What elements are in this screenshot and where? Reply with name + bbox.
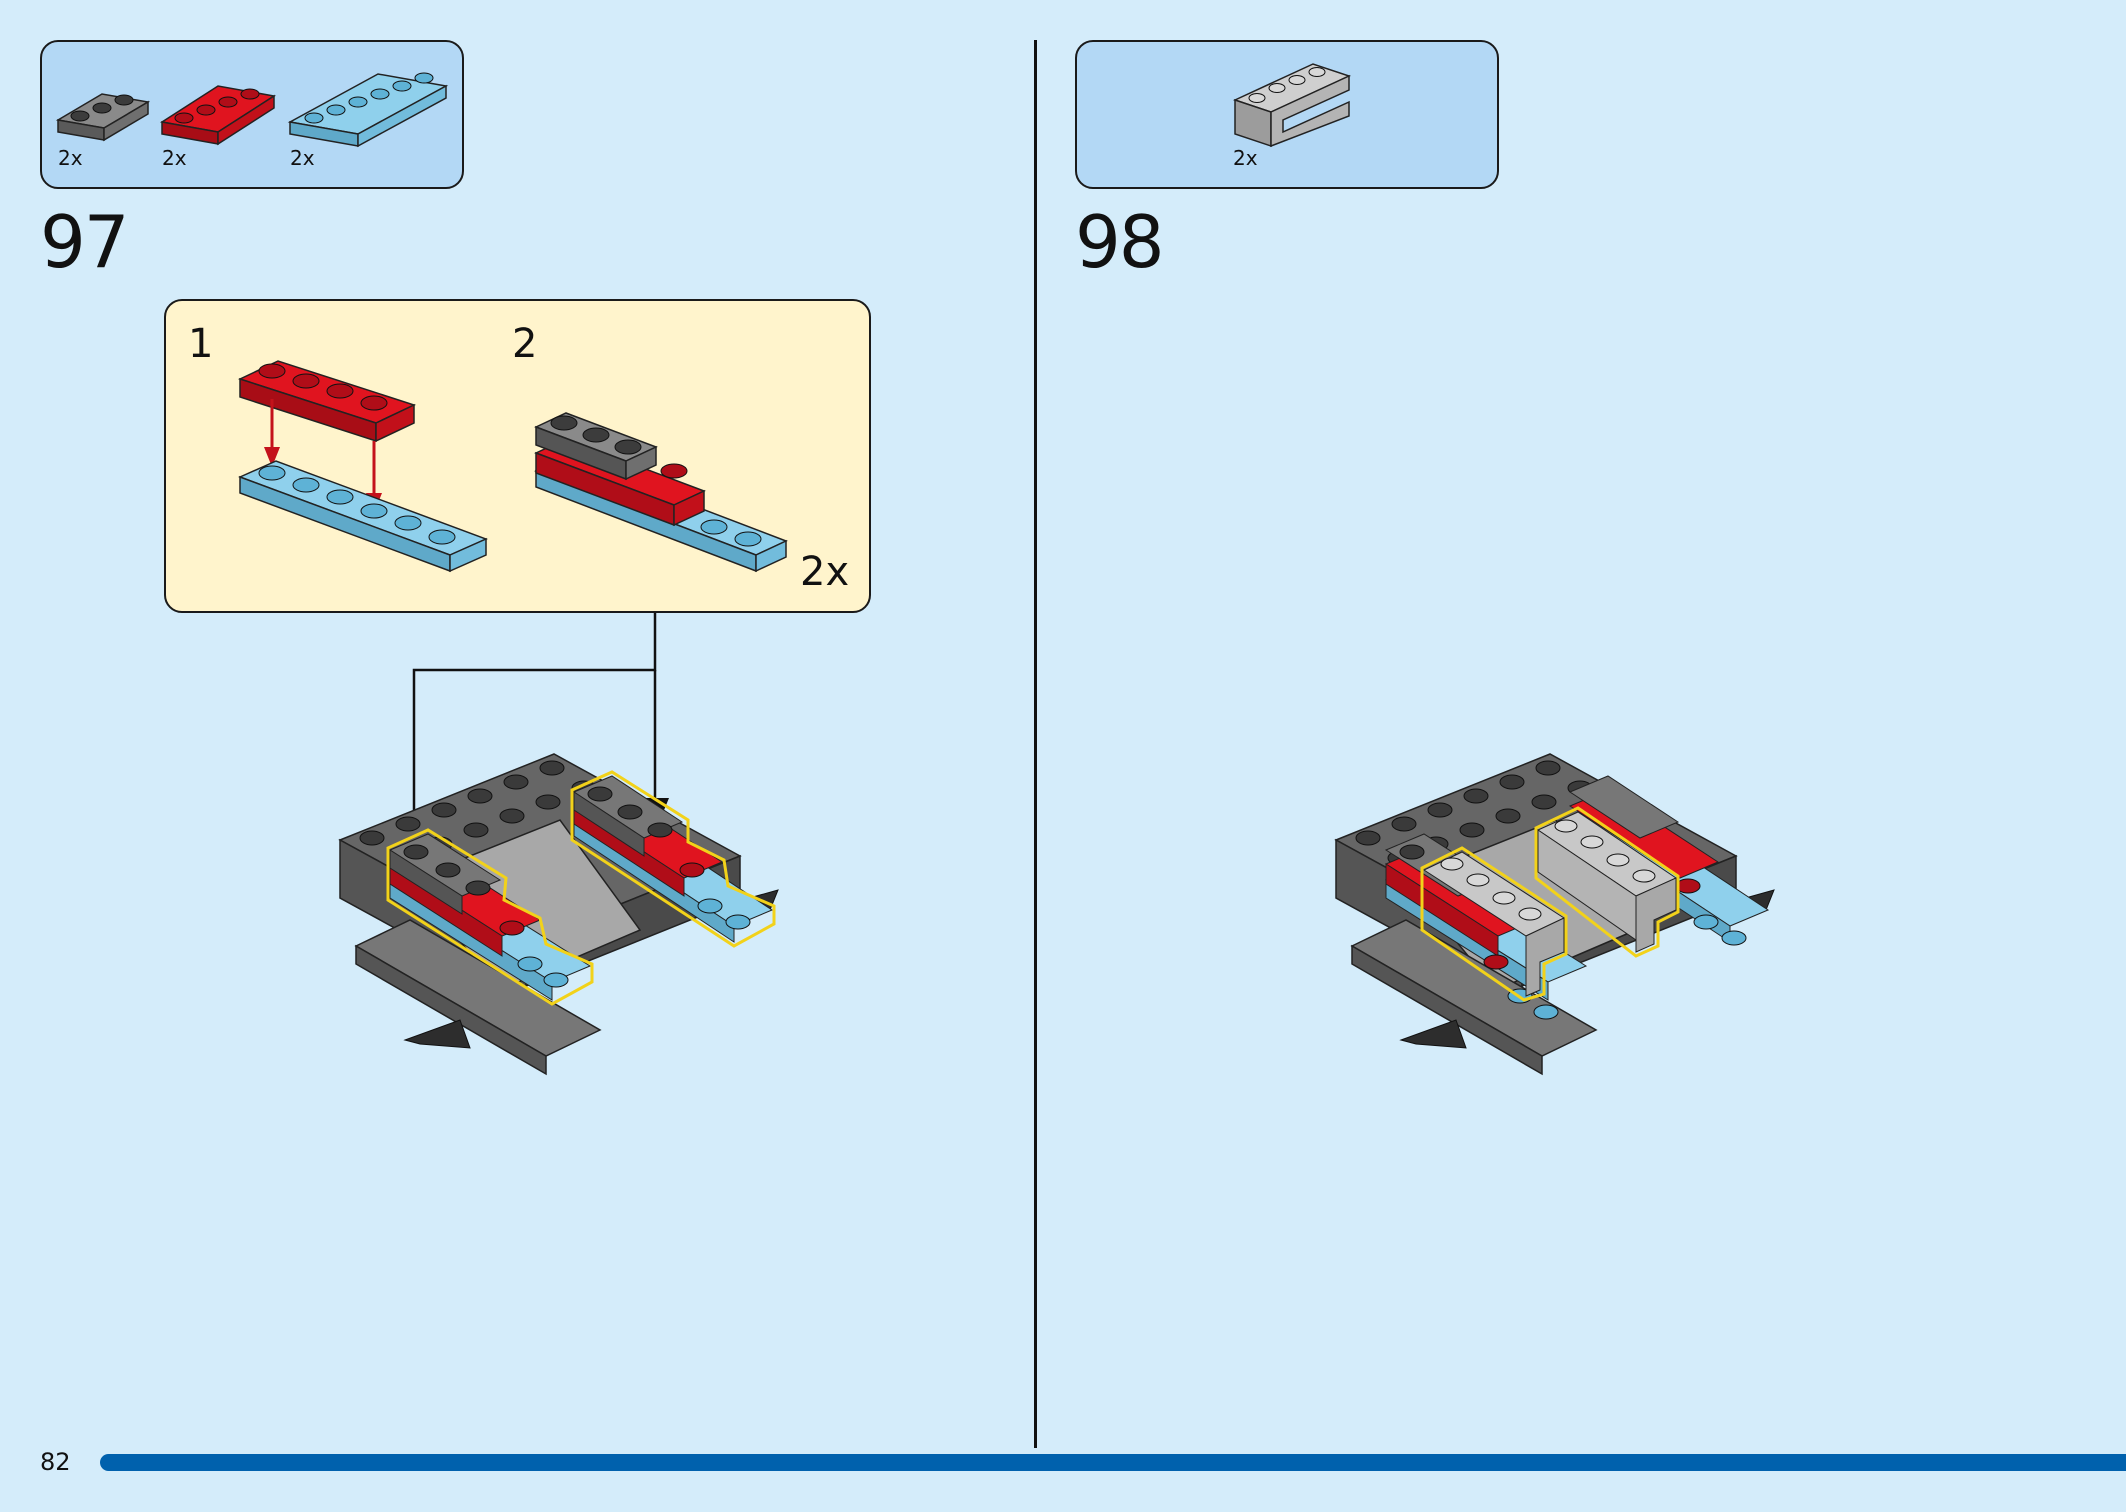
subassembly-multiplier: 2x (800, 549, 850, 595)
highlighted-bracket-left (1420, 846, 1568, 1002)
part-qty: 2x (290, 146, 315, 170)
step-97-parts-box: 2x 2x 2x (40, 40, 464, 189)
highlighted-bracket-right (1534, 806, 1680, 958)
part-dark-gray-plate-1x3 (55, 93, 151, 142)
substep-1-illustration (237, 360, 488, 573)
substep-2-illustration (534, 412, 788, 573)
part-qty: 2x (162, 146, 187, 170)
part-qty: 2x (1233, 146, 1258, 170)
part-light-gray-bracket-1x4 (1232, 63, 1352, 148)
step-98-parts-box: 2x (1075, 40, 1499, 189)
part-light-blue-plate-1x6 (287, 72, 449, 148)
highlighted-subassembly-right (570, 770, 776, 948)
substep-number: 2 (512, 321, 538, 367)
highlighted-subassembly-left (386, 828, 594, 1006)
page-number: 82 (40, 1448, 71, 1476)
part-qty: 2x (58, 146, 83, 170)
part-red-plate-1x4 (159, 85, 277, 146)
substep-number: 1 (188, 321, 214, 367)
step-number: 98 (1075, 200, 1165, 284)
step-number: 97 (40, 200, 130, 284)
page-divider (1034, 40, 1037, 1448)
subassembly-panel: 1 2 2x (164, 299, 871, 613)
page-progress-bar (100, 1454, 2126, 1471)
